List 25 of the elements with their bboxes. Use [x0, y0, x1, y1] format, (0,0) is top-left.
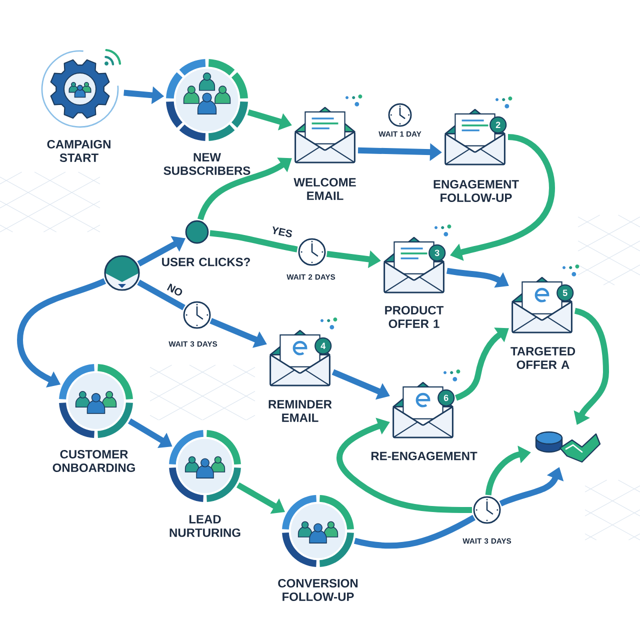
arrow — [336, 418, 472, 513]
step-label: ENGAGEMENT FOLLOW-UP — [434, 180, 519, 202]
step-label: WELCOME EMAIL — [294, 178, 356, 200]
step-label: TARGETED OFFER A — [510, 347, 576, 369]
step-label: LEAD NURTURING — [170, 515, 240, 537]
number-badge: 6 — [438, 389, 455, 406]
decision-circle — [104, 255, 140, 291]
edge-label: YES — [269, 224, 295, 240]
number-badge: 2 — [490, 116, 507, 134]
step-label: PRODUCT OFFER 1 — [385, 306, 444, 328]
step-label: CAMPAIGN START — [47, 140, 110, 162]
step-label: USER CLICKS? — [162, 258, 250, 266]
number-badge: 3 — [428, 244, 446, 262]
connector-line — [137, 280, 186, 310]
edge-label: NO — [164, 280, 186, 299]
step-label: CONVERSION FOLLOW-UP — [278, 579, 358, 601]
cylinder-icon — [535, 431, 601, 463]
step-label: REMINDER EMAIL — [268, 400, 332, 422]
number-badge: 5 — [556, 284, 574, 302]
number-badge: 4 — [314, 337, 332, 354]
step-label: RE-ENGAGEMENT — [371, 452, 478, 460]
connector-line — [210, 230, 298, 252]
step-label: CUSTOMER ONBOARDING — [52, 450, 135, 472]
connector-line — [354, 514, 476, 549]
step-label: NEW SUBSCRIBERS — [164, 153, 250, 175]
